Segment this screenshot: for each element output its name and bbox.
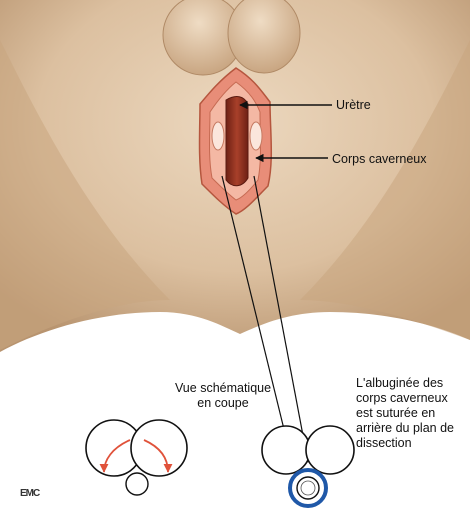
label-corps-caverneux: Corps caverneux xyxy=(332,152,427,167)
corpus-cavernosum-right xyxy=(250,122,262,150)
schematic-right xyxy=(262,426,354,506)
label-vue-schematique: Vue schématique en coupe xyxy=(158,381,288,411)
label-albuginee: L'albuginée des corps caverneux est sutu… xyxy=(356,376,470,451)
label-uretre: Urètre xyxy=(336,98,371,113)
schematic-left xyxy=(86,420,187,495)
scrotum-right xyxy=(228,0,300,73)
emc-logo: EMC xyxy=(20,488,39,499)
urethra-shape xyxy=(226,97,248,186)
corpus-cavernosum-left xyxy=(212,122,224,150)
